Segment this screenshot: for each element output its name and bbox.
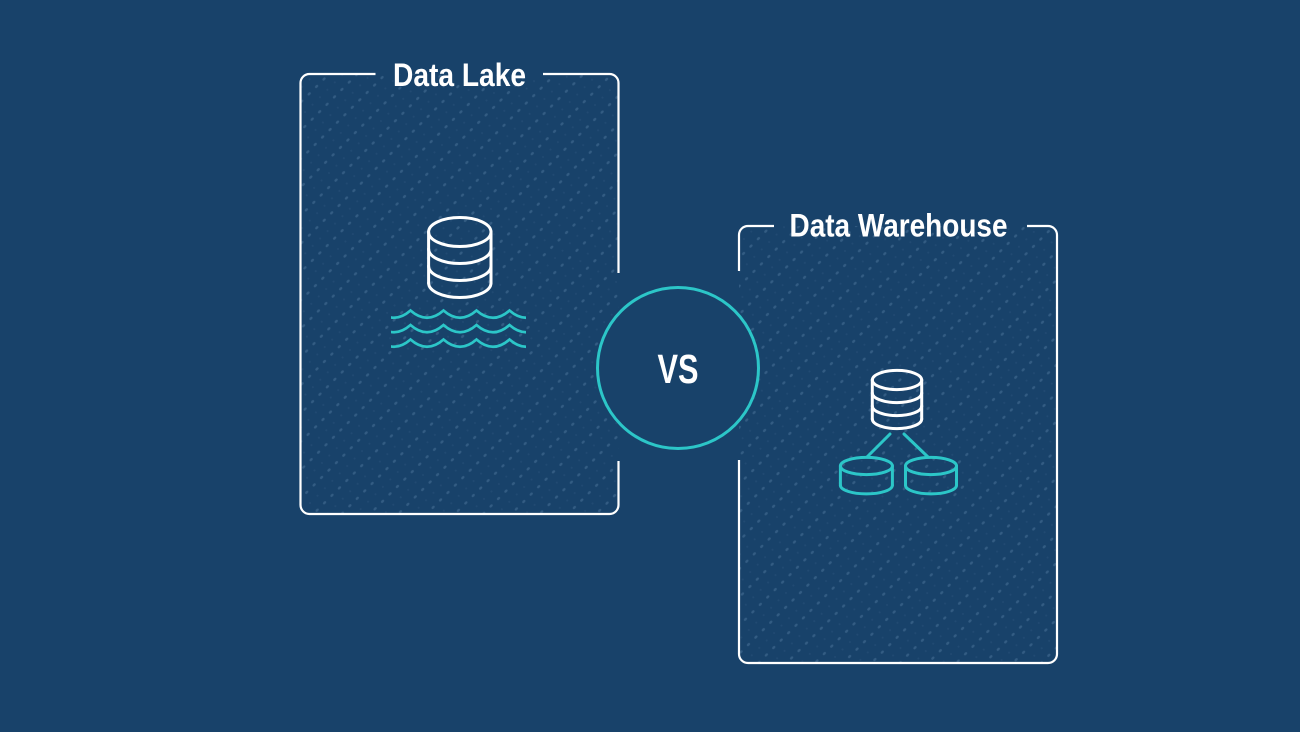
svg-text:Data Warehouse: Data Warehouse bbox=[790, 208, 1008, 244]
svg-text:Data Lake: Data Lake bbox=[393, 57, 526, 93]
svg-text:VS: VS bbox=[658, 346, 699, 392]
